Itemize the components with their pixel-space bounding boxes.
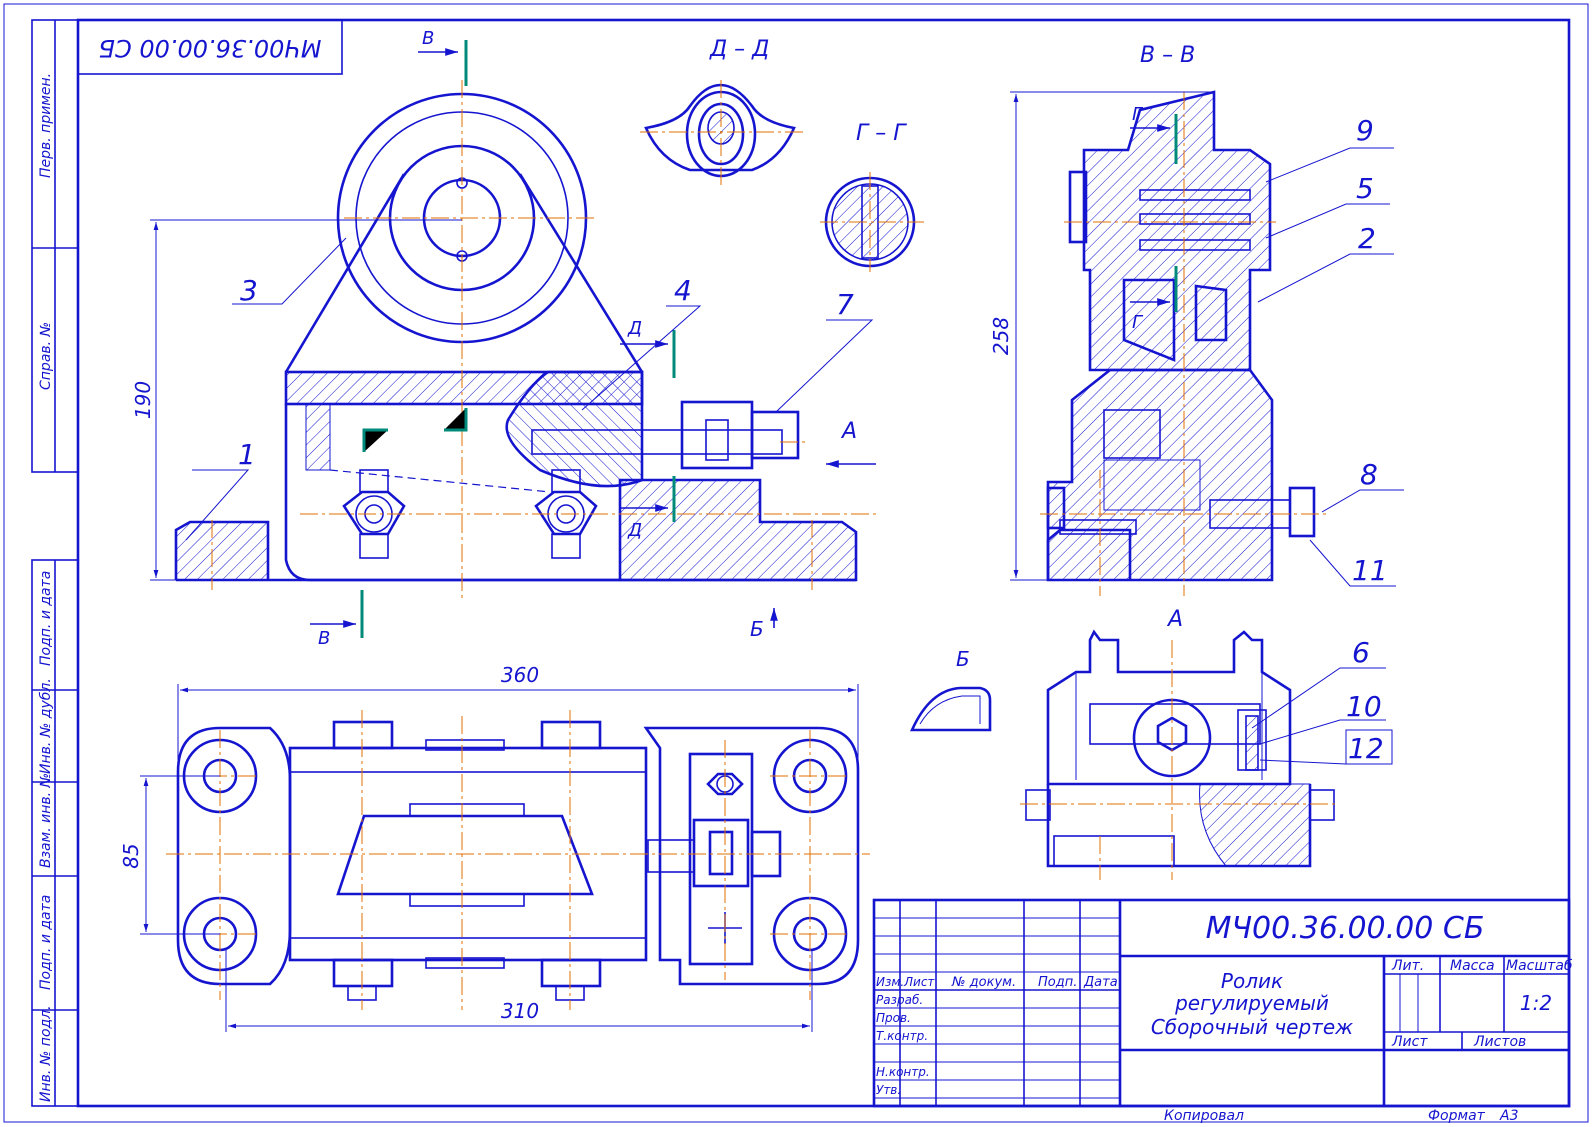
th-izm: Изм. <box>876 975 904 989</box>
section-vv: В – В Г Г 258 <box>989 43 1404 596</box>
lit-label: Лит. <box>1391 958 1424 974</box>
title-line-2: регулируемый <box>1174 991 1329 1015</box>
pos-4: 4 <box>674 274 692 307</box>
pos-6: 6 <box>1352 636 1370 669</box>
view-a-title: А <box>1166 607 1183 632</box>
pos-8: 8 <box>1360 458 1378 491</box>
marker-g-top: Г <box>1132 104 1144 125</box>
dim-360: 360 <box>501 663 539 687</box>
scale-label: Масштаб <box>1506 958 1573 974</box>
stamp-sign-date-1: Подп. и дата <box>38 571 54 666</box>
pos-3: 3 <box>240 274 258 307</box>
marker-d-bottom: Д <box>627 520 642 541</box>
title-code: МЧ00.36.00.00 СБ <box>1206 911 1485 946</box>
format-value: А3 <box>1499 1108 1518 1124</box>
pos-1: 1 <box>238 438 256 471</box>
dim-190: 190 <box>131 381 155 419</box>
section-dd-title: Д – Д <box>709 37 769 62</box>
view-a: А 6 10 12 <box>1020 607 1393 880</box>
th-list: Лист <box>903 975 935 989</box>
role-tech-control: Т.контр. <box>876 1029 928 1043</box>
section-vv-title: В – В <box>1140 43 1195 68</box>
sheets-label: Листов <box>1473 1034 1526 1050</box>
stamp-sign-date-2: Подп. и дата <box>38 895 54 990</box>
plan-view: 360 310 85 <box>119 663 870 1032</box>
stamp-first-use: Перв. примен. <box>38 73 54 178</box>
marker-v-top: В <box>422 28 434 49</box>
dim-85: 85 <box>119 843 143 868</box>
title-block: Изм. Лист № докум. Подп. Дата Разраб. Пр… <box>872 898 1573 1124</box>
th-sign: Подп. <box>1038 975 1077 990</box>
pos-10: 10 <box>1346 690 1382 723</box>
marker-v-bottom: В <box>318 628 330 649</box>
stamp-dup-inv: Инв. № дубл. <box>38 678 54 774</box>
section-gg: Г – Г <box>820 121 924 272</box>
pos-12: 12 <box>1348 732 1384 765</box>
dim-310: 310 <box>501 999 539 1023</box>
format-label: Формат <box>1428 1108 1486 1124</box>
top-code-box: МЧ00.36.00.00 СБ <box>77 19 343 75</box>
section-dd: Д – Д <box>640 37 804 186</box>
role-developer: Разраб. <box>876 993 923 1007</box>
section-gg-title: Г – Г <box>856 121 907 146</box>
marker-a: А <box>840 419 857 444</box>
pos-7: 7 <box>836 288 854 321</box>
front-view: В В Д Д А Б 190 3 1 4 7 <box>131 28 880 649</box>
role-norm-control: Н.контр. <box>876 1065 930 1079</box>
role-checked: Пров. <box>876 1011 911 1025</box>
pos-5: 5 <box>1356 172 1374 205</box>
marker-b: Б <box>750 617 764 641</box>
title-line-1: Ролик <box>1221 969 1283 993</box>
stamp-orig-inv: Инв. № подл. <box>38 1005 54 1102</box>
role-approved: Утв. <box>876 1083 901 1097</box>
pos-11: 11 <box>1352 554 1388 587</box>
mass-label: Масса <box>1450 958 1495 974</box>
title-line-3: Сборочный чертеж <box>1151 1015 1353 1039</box>
th-doc: № докум. <box>951 975 1016 990</box>
stamp-repl-inv: Взам. инв. № <box>38 773 54 868</box>
marker-d-top: Д <box>627 318 642 339</box>
top-code: МЧ00.36.00.00 СБ <box>98 34 321 62</box>
stamp-ref-no: Справ. № <box>38 322 54 390</box>
pos-2: 2 <box>1358 222 1376 255</box>
copied-label: Копировал <box>1164 1108 1244 1124</box>
marker-g-bottom: Г <box>1132 312 1144 333</box>
side-stamp: Перв. примен. Справ. № Подп. и дата Инв.… <box>31 19 79 1107</box>
pos-9: 9 <box>1356 114 1374 147</box>
th-date: Дата <box>1083 975 1118 990</box>
dim-258: 258 <box>989 317 1013 355</box>
view-b-title: Б <box>956 647 970 671</box>
sheet-label: Лист <box>1391 1034 1428 1050</box>
view-b: Б <box>909 647 992 732</box>
scale-value: 1:2 <box>1520 991 1552 1015</box>
